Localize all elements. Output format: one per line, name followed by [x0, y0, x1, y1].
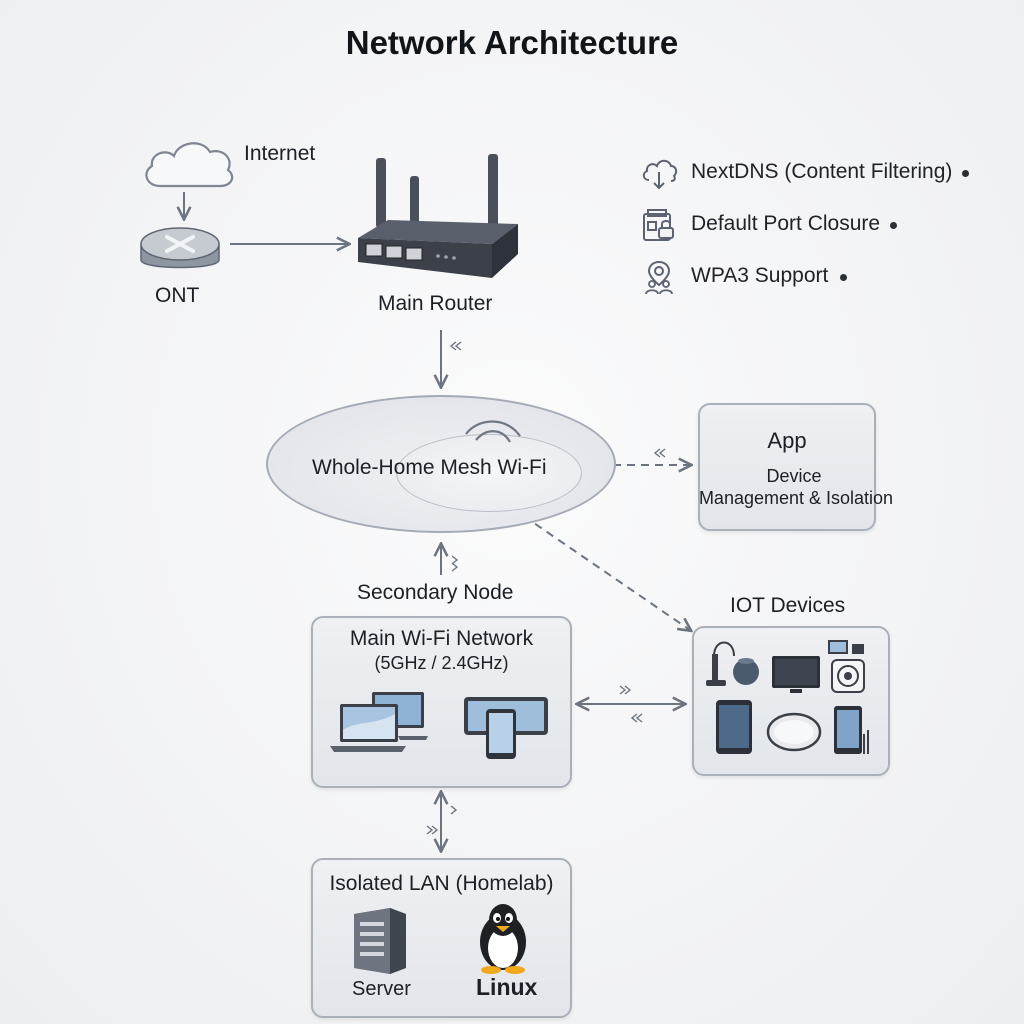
main-router-label: Main Router: [378, 292, 493, 315]
wifi-signal-icon: [465, 420, 521, 443]
linux-tux-icon: [480, 904, 526, 974]
linux-label: Linux: [476, 974, 538, 1000]
secondary-node-label: Secondary Node: [357, 581, 514, 604]
server-icon: [354, 908, 406, 974]
feature-label: WPA3 Support: [691, 264, 829, 287]
app-title: App: [767, 428, 807, 453]
camera-icon: [831, 659, 865, 693]
mesh-to-iot-arrow: [511, 507, 690, 630]
app-line1: Device: [766, 466, 822, 486]
laptop-icon: [330, 692, 428, 752]
feature-label: Default Port Closure: [691, 212, 881, 235]
tablet-icon: [834, 706, 869, 754]
page-title: Network Architecture: [345, 24, 679, 61]
smart-hub-icon: [766, 712, 822, 752]
bullet-dot: [840, 274, 847, 281]
tablet-phone-icon: [464, 697, 548, 759]
cloud-download-icon: [642, 159, 678, 190]
wpa3-user-location-icon: [645, 260, 673, 295]
internet-label: Internet: [244, 142, 316, 165]
isolated-lan-title: Isolated LAN (Homelab): [329, 872, 554, 895]
server-label: Server: [352, 978, 411, 1000]
main-wifi-title: Main Wi-Fi Network: [349, 627, 534, 650]
phone-icon: [716, 700, 752, 754]
port-closure-icon: [643, 209, 674, 241]
app-box: [698, 403, 876, 531]
ont-label: ONT: [155, 284, 200, 307]
mesh-core-node: [396, 434, 582, 512]
monitor-icon: [828, 640, 864, 654]
app-line2: Management & Isolation: [698, 488, 894, 508]
feature-label: NextDNS (Content Filtering): [691, 160, 953, 183]
main-wifi-band: (5GHz / 2.4GHz): [374, 653, 509, 673]
mesh-label: Whole-Home Mesh Wi-Fi: [312, 456, 547, 479]
iot-device-grid: [706, 640, 869, 754]
tv-icon: [772, 656, 820, 693]
bullet-dot: [890, 222, 897, 229]
router-icon: [358, 154, 518, 278]
bullet-dot: [962, 170, 969, 177]
smart-speaker-icon: [706, 641, 759, 686]
cloud-icon: [145, 142, 234, 188]
ont-icon: [140, 227, 220, 269]
iot-label: IOT Devices: [730, 594, 846, 617]
